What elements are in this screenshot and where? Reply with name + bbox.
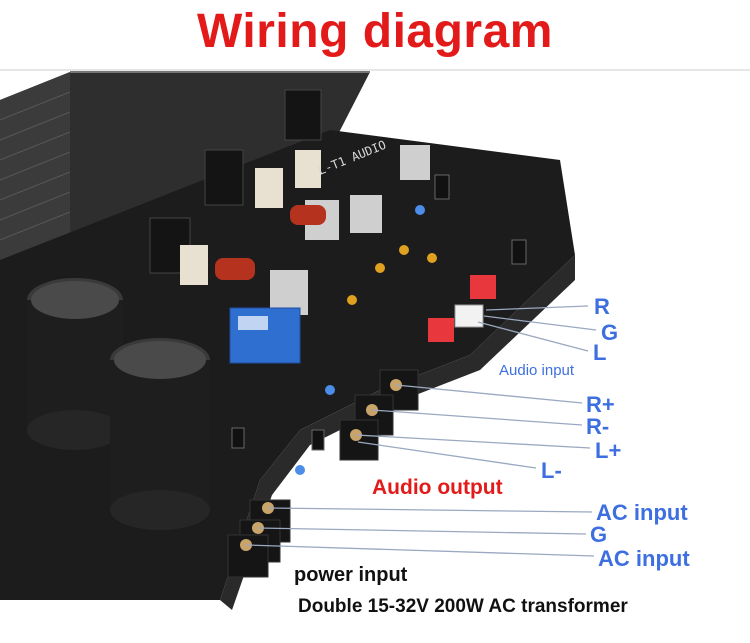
output-inductors	[215, 205, 326, 280]
small-components	[231, 174, 527, 475]
label-audio-input: Audio input	[499, 362, 575, 379]
label-ac-input-1: AC input	[596, 500, 688, 525]
label-audio-r: R	[594, 294, 610, 319]
protection-relay	[229, 307, 301, 364]
leader-lines	[245, 305, 597, 557]
label-power-g: G	[590, 522, 608, 547]
label-speaker-l-minus: L-	[541, 458, 562, 483]
label-audio-l: L	[593, 340, 607, 365]
label-transformer-spec: Double 15-32V 200W AC transformer	[298, 596, 628, 617]
label-ac-input-2: AC input	[598, 546, 690, 571]
label-audio-g: G	[601, 320, 619, 345]
label-speaker-r-minus: R-	[586, 414, 610, 439]
audio-input-connector	[454, 304, 484, 328]
page-title: Wiring diagram	[197, 5, 553, 58]
label-speaker-l-plus: L+	[595, 438, 622, 463]
label-audio-output: Audio output	[372, 476, 503, 499]
filter-capacitors	[27, 278, 210, 530]
heatsink	[0, 71, 370, 270]
power-transistors	[149, 89, 430, 315]
label-power-input: power input	[294, 564, 408, 586]
label-speaker-r-plus: R+	[586, 392, 615, 417]
